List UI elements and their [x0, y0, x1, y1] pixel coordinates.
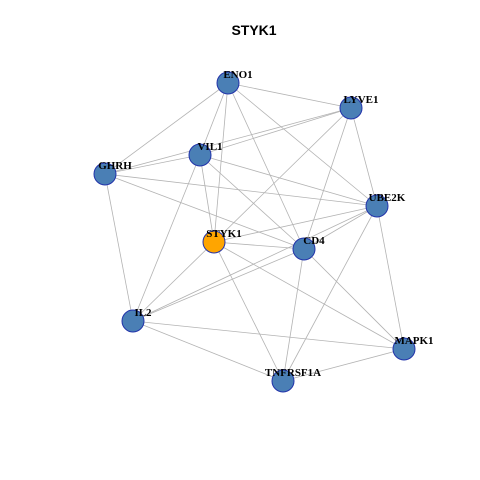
node-lyve1	[339, 96, 363, 120]
node-label-ube2k: UBE2K	[369, 192, 406, 204]
edge-ube2k-mapk1	[376, 205, 405, 350]
edge-mapk1-tnfrsf1a	[282, 348, 405, 382]
edge-cd4-il2	[132, 248, 305, 322]
edge-il2-tnfrsf1a	[132, 320, 284, 382]
node-label-styk1: STYK1	[206, 228, 241, 240]
edge-styk1-tnfrsf1a	[213, 241, 284, 382]
edge-lyve1-cd4	[303, 107, 352, 250]
edge-eno1-cd4	[227, 82, 305, 250]
node-vil1	[188, 143, 212, 167]
edge-vil1-ube2k	[199, 154, 378, 207]
node-label-mapk1: MAPK1	[394, 335, 433, 347]
edge-ube2k-cd4	[303, 205, 378, 250]
node-label-vil1: VIL1	[197, 141, 222, 153]
node-label-il2: IL2	[134, 307, 152, 319]
edge-styk1-il2	[132, 241, 215, 322]
edge-ghrh-cd4	[104, 173, 305, 250]
edge-vil1-ghrh	[104, 154, 201, 175]
edge-ube2k-il2	[132, 205, 378, 322]
edge-ghrh-ube2k	[104, 173, 378, 207]
node-tnfrsf1a	[271, 369, 295, 393]
edge-eno1-styk1	[213, 82, 229, 243]
edge-cd4-mapk1	[303, 248, 405, 350]
node-eno1	[216, 71, 240, 95]
node-label-lyve1: LYVE1	[343, 94, 378, 106]
node-ube2k	[365, 194, 389, 218]
diagram-title: STYK1	[231, 22, 276, 38]
edge-vil1-styk1	[199, 154, 215, 243]
node-styk1	[202, 230, 226, 254]
node-cd4	[292, 237, 316, 261]
edge-ube2k-styk1	[213, 205, 378, 243]
edge-eno1-vil1	[199, 82, 229, 156]
node-label-cd4: CD4	[303, 235, 325, 247]
edge-eno1-ghrh	[104, 82, 229, 175]
node-mapk1	[392, 337, 416, 361]
edge-ghrh-il2	[104, 173, 134, 322]
edge-eno1-lyve1	[227, 82, 352, 109]
edge-lyve1-vil1	[199, 107, 352, 156]
node-label-ghrh: GHRH	[98, 160, 132, 172]
edge-lyve1-ghrh	[104, 107, 352, 175]
node-label-tnfrsf1a: TNFRSF1A	[265, 367, 321, 379]
edge-eno1-ube2k	[227, 82, 378, 207]
edge-lyve1-ube2k	[350, 107, 378, 207]
edge-ube2k-tnfrsf1a	[282, 205, 378, 382]
edge-lyve1-styk1	[213, 107, 352, 243]
edge-il2-mapk1	[132, 320, 405, 350]
node-ghrh	[93, 162, 117, 186]
edge-styk1-cd4	[213, 241, 305, 250]
edge-styk1-mapk1	[213, 241, 405, 350]
edge-cd4-tnfrsf1a	[282, 248, 305, 382]
node-il2	[121, 309, 145, 333]
edge-layer	[104, 82, 405, 382]
edge-vil1-il2	[132, 154, 201, 322]
node-layer	[93, 71, 416, 393]
edge-vil1-cd4	[199, 154, 305, 250]
node-label-eno1: ENO1	[223, 69, 252, 81]
